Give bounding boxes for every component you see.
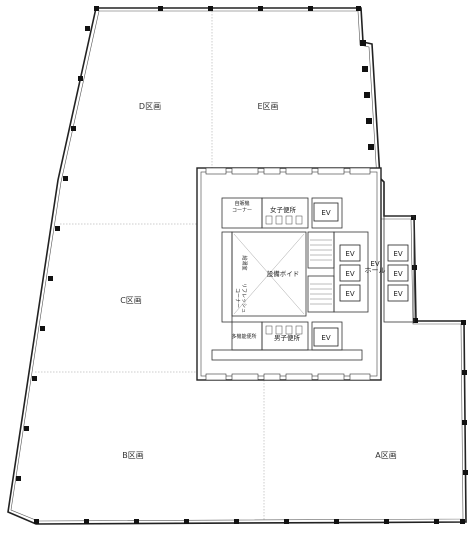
hot-water-room-label: 給湯室 (241, 255, 248, 270)
ev-label: EV (345, 250, 354, 258)
ev-label: EV (345, 270, 354, 278)
zone-label-a: A区画 (375, 451, 396, 460)
elevator-box (313, 202, 339, 222)
elevator-box (339, 244, 361, 262)
elevator-box (339, 284, 361, 302)
multipurpose-toilet-label: 多機能便所 (231, 333, 256, 340)
facility-void-label: 設備ボイド (267, 269, 300, 278)
refresh-corner-label: リフレッシュコーナー (234, 283, 247, 313)
mens-restroom-label: 男子便所 (274, 333, 301, 342)
zone-label-e: E区画 (257, 102, 278, 111)
vending-corner-label: 自販機コーナー (232, 200, 252, 214)
ev-label: EV (393, 270, 402, 278)
elevator-box (313, 327, 339, 347)
ev-label: EV (393, 250, 402, 258)
womens-restroom-label: 女子便所 (270, 205, 297, 214)
ev-label: EV (345, 290, 354, 298)
elevator-box (339, 264, 361, 282)
zone-label-b: B区画 (122, 451, 144, 460)
ev-label: EV (393, 290, 402, 298)
zone-label-d: D区画 (139, 102, 161, 111)
ev-label: EV (321, 334, 330, 342)
ev-label: EV (321, 209, 330, 217)
elevator-group (313, 202, 409, 347)
elevator-box (387, 244, 409, 262)
zone-label-c: C区画 (120, 296, 142, 305)
column-marks (16, 6, 468, 524)
elevator-box (387, 264, 409, 282)
elevator-box (387, 284, 409, 302)
zone-divider-lines (35, 11, 265, 520)
